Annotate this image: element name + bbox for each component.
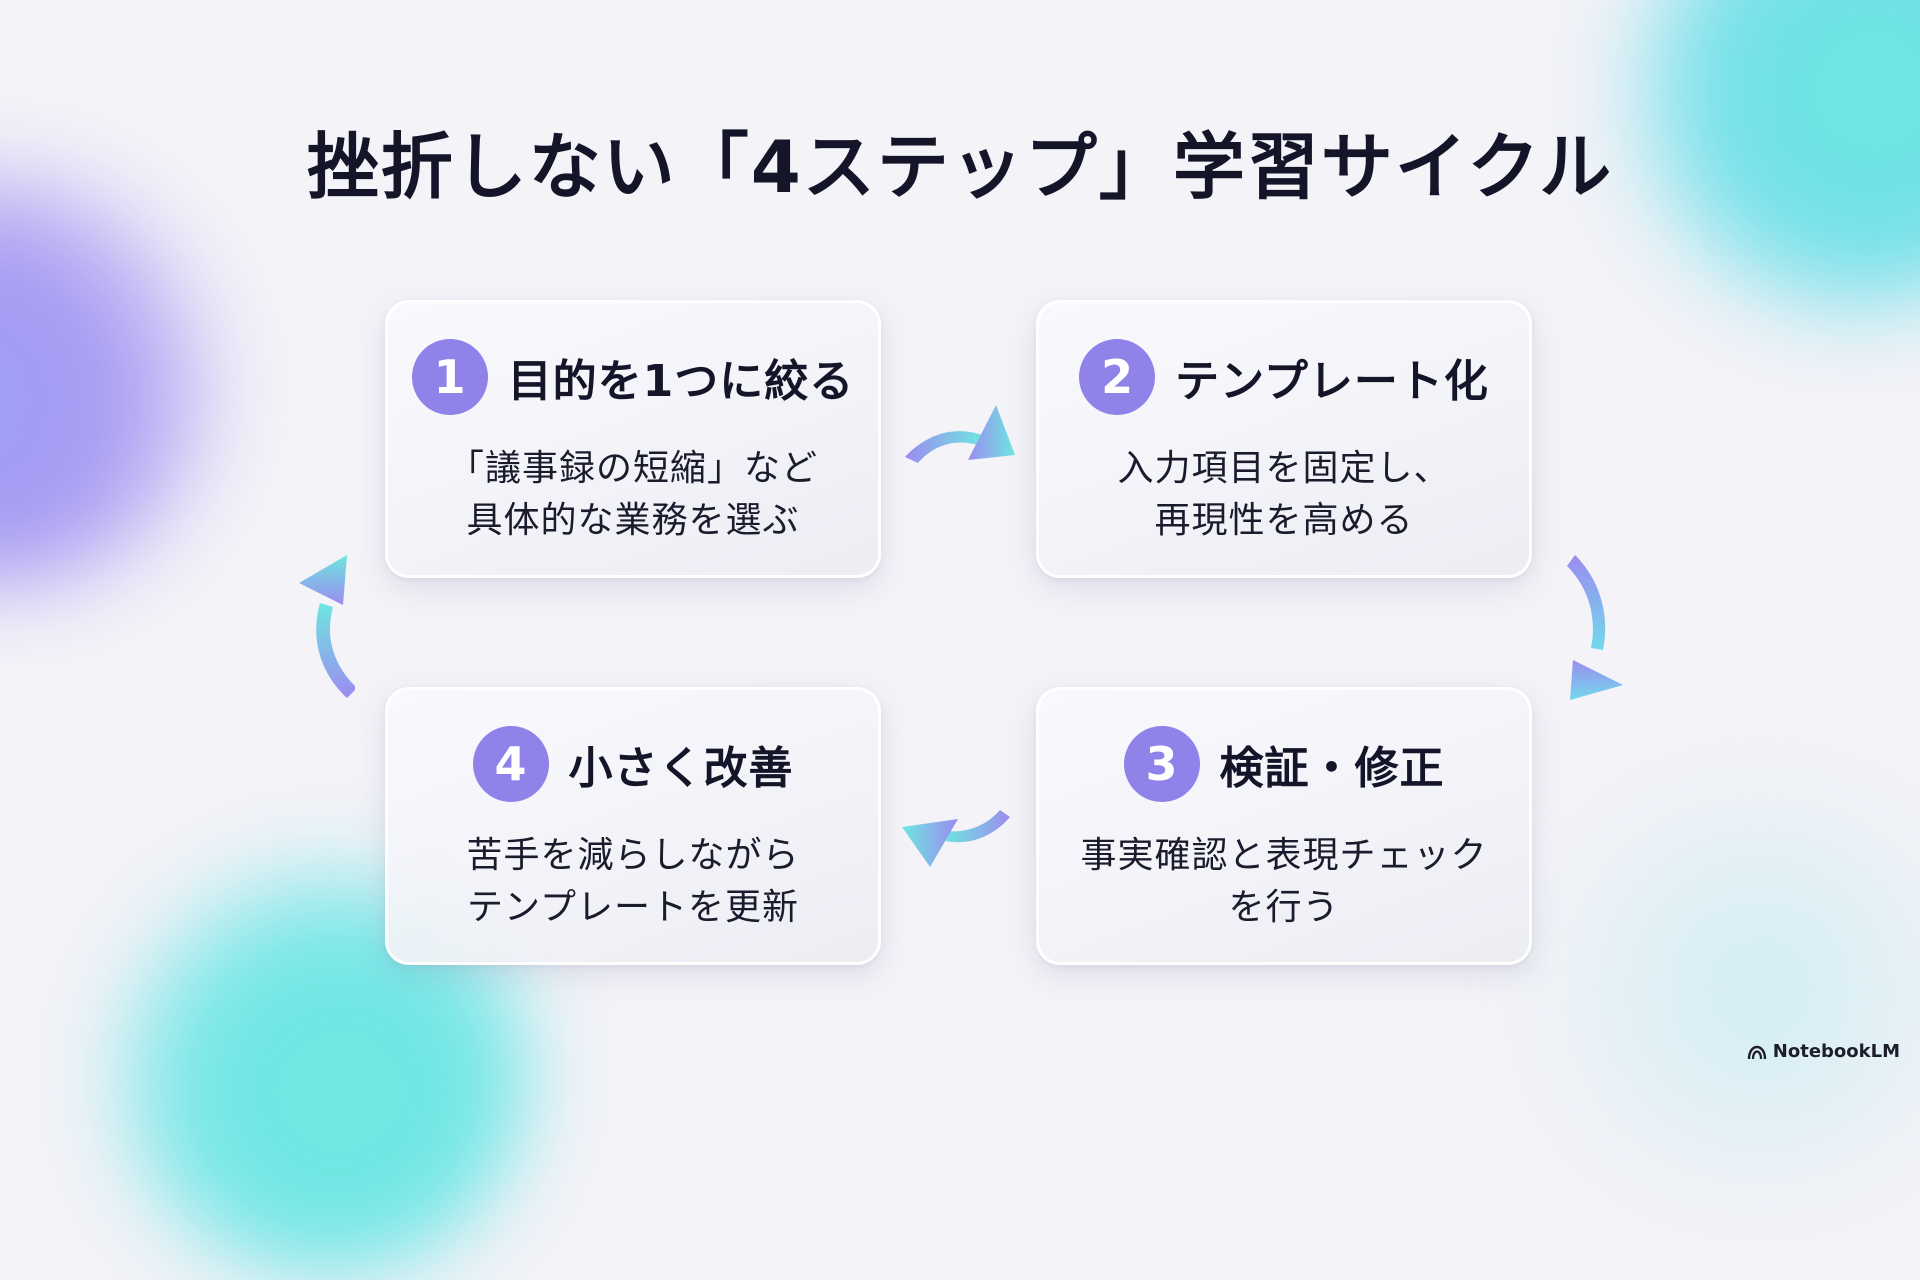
step-card-2: 2 テンプレート化 入力項目を固定し、 再現性を高める [1036, 300, 1532, 578]
arrow-down-icon [1567, 555, 1623, 700]
step-number-badge: 2 [1079, 339, 1156, 415]
step-number-badge: 4 [472, 726, 549, 802]
background-blob-teal-bottom-right [1500, 780, 1920, 1200]
step-header: 4 小さく改善 [388, 726, 878, 802]
step-description-line: 入力項目を固定し、 [1117, 448, 1451, 489]
step-number-badge: 1 [411, 339, 488, 415]
step-description-line: 「議事録の短縮」など [447, 448, 818, 489]
step-title: 検証・修正 [1219, 743, 1445, 794]
step-header: 2 テンプレート化 [1039, 339, 1529, 415]
step-header: 3 検証・修正 [1039, 726, 1529, 802]
brand-watermark: NotebookLM [1747, 1041, 1900, 1062]
step-description: 苦手を減らしながら テンプレートを更新 [388, 830, 878, 934]
step-description-line: 苦手を減らしながら [466, 835, 800, 876]
arrow-left-icon [902, 810, 1010, 867]
step-description-line: 具体的な業務を選ぶ [466, 500, 800, 541]
arrow-up-icon [299, 555, 355, 698]
step-title: 小さく改善 [568, 743, 794, 794]
step-description-line: を行う [1228, 887, 1340, 928]
step-description: 「議事録の短縮」など 具体的な業務を選ぶ [388, 443, 878, 547]
step-card-4: 4 小さく改善 苦手を減らしながら テンプレートを更新 [385, 687, 881, 965]
notebooklm-logo-icon [1747, 1045, 1766, 1059]
brand-label: NotebookLM [1772, 1041, 1900, 1062]
step-description-line: 再現性を高める [1154, 500, 1414, 541]
slide-title: 挫折しない「4ステップ」学習サイクル [306, 125, 1614, 209]
step-description-line: 事実確認と表現チェック [1080, 835, 1488, 876]
step-title: テンプレート化 [1175, 356, 1489, 407]
step-header: 1 目的を1つに絞る [388, 339, 878, 415]
step-number-badge: 3 [1123, 726, 1200, 802]
step-card-3: 3 検証・修正 事実確認と表現チェック を行う [1036, 687, 1532, 965]
background-blob-purple [0, 170, 220, 590]
step-card-1: 1 目的を1つに絞る 「議事録の短縮」など 具体的な業務を選ぶ [385, 300, 881, 578]
step-description-line: テンプレートを更新 [467, 887, 799, 928]
step-description: 事実確認と表現チェック を行う [1039, 830, 1529, 934]
arrow-right-icon [905, 405, 1015, 463]
step-description: 入力項目を固定し、 再現性を高める [1039, 443, 1529, 547]
step-title: 目的を1つに絞る [507, 356, 855, 407]
